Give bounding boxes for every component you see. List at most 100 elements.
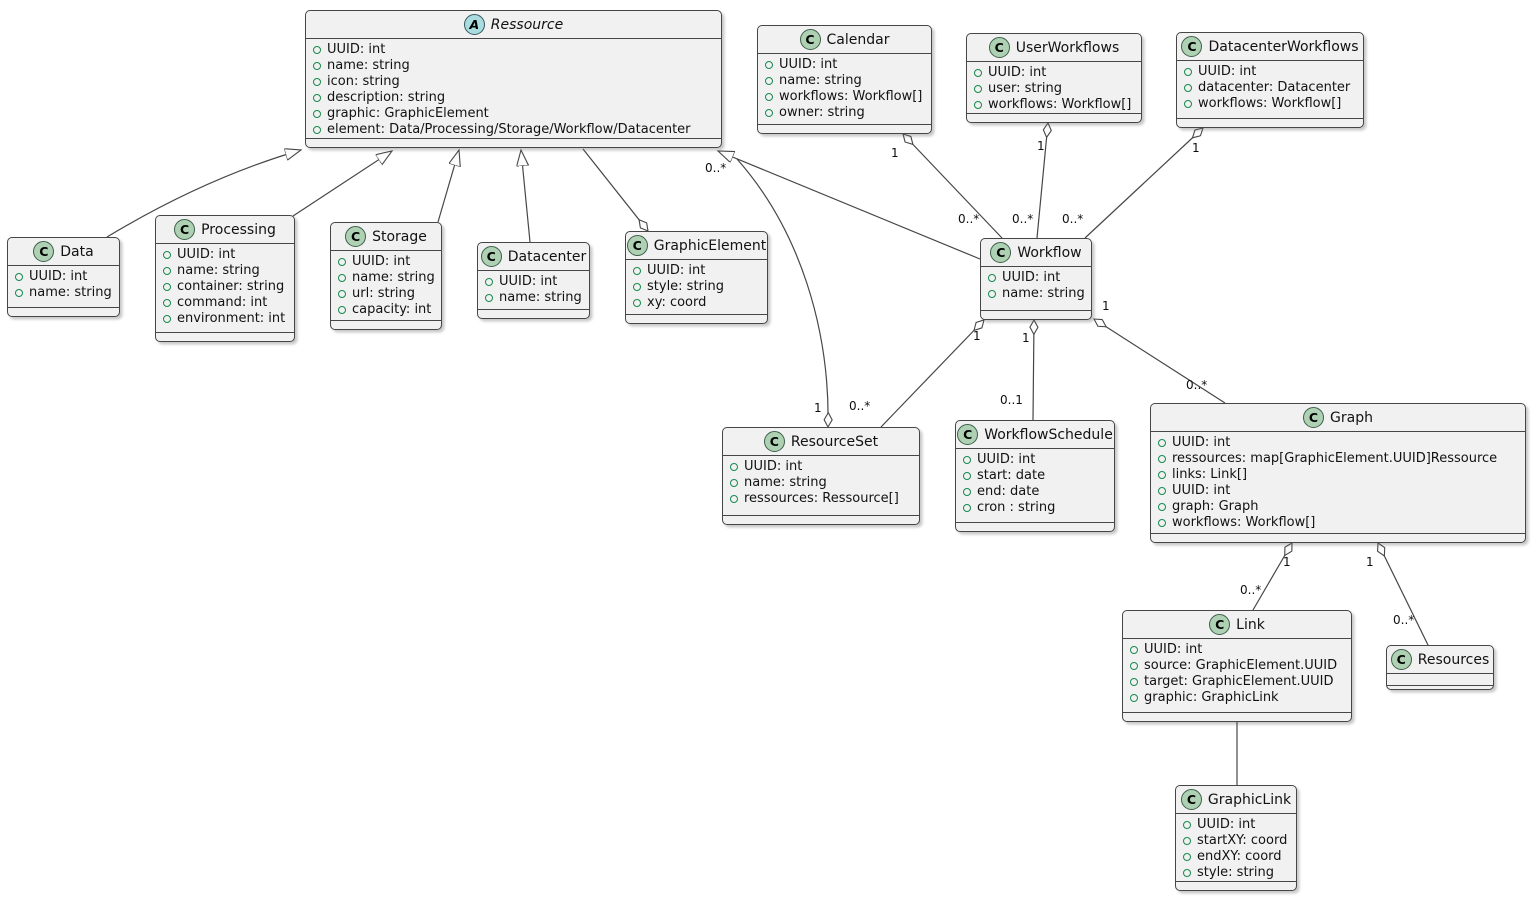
edge-resourceset-aggregates-ressource: [736, 158, 828, 427]
class-icon: C: [345, 226, 367, 247]
field-visibility-icon: [1130, 694, 1138, 702]
field-visibility-icon: [633, 267, 641, 275]
field-visibility-icon: [313, 46, 321, 54]
methods-compartment-empty: [981, 310, 1091, 319]
attribute-text: ressources: map[GraphicElement.UUID]Ress…: [1172, 451, 1498, 466]
class-icon: C: [33, 241, 55, 262]
attribute-text: description: string: [327, 90, 446, 105]
attribute-row: UUID: int: [963, 452, 1107, 468]
attribute-row: UUID: int: [765, 57, 924, 73]
attribute-text: datacenter: Datacenter: [1198, 80, 1351, 95]
attribute-row: name: string: [15, 285, 112, 301]
attribute-row: ressources: Ressource[]: [730, 491, 912, 507]
methods-compartment-empty: [331, 320, 441, 329]
edge-processing-extends-ressource: [292, 151, 392, 217]
class-name: Data: [60, 243, 94, 260]
class-header: C GraphicElement: [626, 232, 767, 260]
methods-compartment-empty: [626, 314, 767, 323]
field-visibility-icon: [974, 69, 982, 77]
attribute-row: startXY: coord: [1183, 833, 1289, 849]
field-visibility-icon: [338, 290, 346, 298]
field-visibility-icon: [1130, 646, 1138, 654]
attribute-text: element: Data/Processing/Storage/Workflo…: [327, 122, 691, 137]
attribute-text: container: string: [177, 279, 285, 294]
attribute-row: icon: string: [313, 74, 714, 90]
attribute-text: name: string: [352, 270, 435, 285]
attribute-row: UUID: int: [1158, 435, 1518, 451]
attribute-row: UUID: int: [988, 270, 1084, 286]
attribute-row: xy: coord: [633, 295, 760, 311]
attribute-row: target: GraphicElement.UUID: [1130, 674, 1344, 690]
class-name: Calendar: [826, 31, 890, 48]
field-visibility-icon: [338, 258, 346, 266]
field-visibility-icon: [1158, 487, 1166, 495]
attribute-row: name: string: [765, 73, 924, 89]
class-icon: C: [1181, 36, 1203, 57]
field-visibility-icon: [765, 109, 773, 117]
field-visibility-icon: [163, 283, 171, 291]
attribute-row: UUID: int: [338, 254, 434, 270]
class-icon: C: [957, 424, 979, 445]
field-visibility-icon: [974, 101, 982, 109]
methods-compartment-empty: [306, 138, 721, 147]
attribute-row: name: string: [338, 270, 435, 286]
attribute-text: xy: coord: [647, 295, 707, 310]
attribute-row: source: GraphicElement.UUID: [1130, 658, 1344, 674]
field-visibility-icon: [163, 315, 171, 323]
multiplicity-userworkflows-end: 1: [1037, 139, 1045, 153]
attribute-text: workflows: Workflow[]: [988, 97, 1132, 112]
field-visibility-icon: [1130, 678, 1138, 686]
attribute-text: UUID: int: [352, 254, 411, 269]
multiplicity-workflow-end: 0..*: [1062, 212, 1084, 226]
attribute-text: UUID: int: [1172, 435, 1231, 450]
methods-compartment-empty: [1176, 881, 1296, 890]
attribute-text: startXY: coord: [1197, 833, 1288, 848]
attribute-text: UUID: int: [177, 247, 236, 262]
class-header: C Datacenter: [478, 243, 589, 271]
field-visibility-icon: [963, 488, 971, 496]
class-header: C ResourceSet: [723, 428, 919, 456]
field-visibility-icon: [988, 290, 996, 298]
attribute-text: workflows: Workflow[]: [1172, 515, 1316, 530]
attribute-row: UUID: int: [1158, 483, 1518, 499]
field-visibility-icon: [313, 94, 321, 102]
field-visibility-icon: [765, 77, 773, 85]
class-name: Workflow: [1017, 244, 1082, 261]
field-visibility-icon: [485, 294, 493, 302]
field-visibility-icon: [1158, 439, 1166, 447]
attribute-row: owner: string: [765, 105, 924, 121]
attribute-text: UUID: int: [1197, 817, 1256, 832]
field-visibility-icon: [1158, 471, 1166, 479]
attribute-row: UUID: int: [15, 269, 112, 285]
attribute-row: UUID: int: [1184, 64, 1356, 80]
field-visibility-icon: [963, 504, 971, 512]
attribute-text: UUID: int: [1002, 270, 1061, 285]
attribute-text: target: GraphicElement.UUID: [1144, 674, 1334, 689]
attribute-text: graphic: GraphicLink: [1144, 690, 1279, 705]
attribute-text: style: string: [1197, 865, 1275, 880]
abstract-class-icon: A: [463, 14, 485, 35]
attribute-row: graphic: GraphicLink: [1130, 690, 1344, 706]
class-name: WorkflowSchedule: [984, 426, 1113, 443]
class-header: C UserWorkflows: [967, 34, 1141, 62]
class-header: C Data: [8, 238, 119, 266]
field-visibility-icon: [1184, 84, 1192, 92]
class-header: A Ressource: [306, 11, 721, 39]
class-icon: C: [1303, 407, 1325, 428]
attribute-text: environment: int: [177, 311, 286, 326]
edge-workflow-aggregates-workflowschedule: [1033, 320, 1034, 421]
class-icon: C: [799, 29, 821, 50]
field-visibility-icon: [974, 85, 982, 93]
multiplicity-graph-end: 1: [1283, 555, 1291, 569]
multiplicity-ressource-end: 0..*: [705, 161, 727, 175]
attribute-row: UUID: int: [730, 459, 912, 475]
